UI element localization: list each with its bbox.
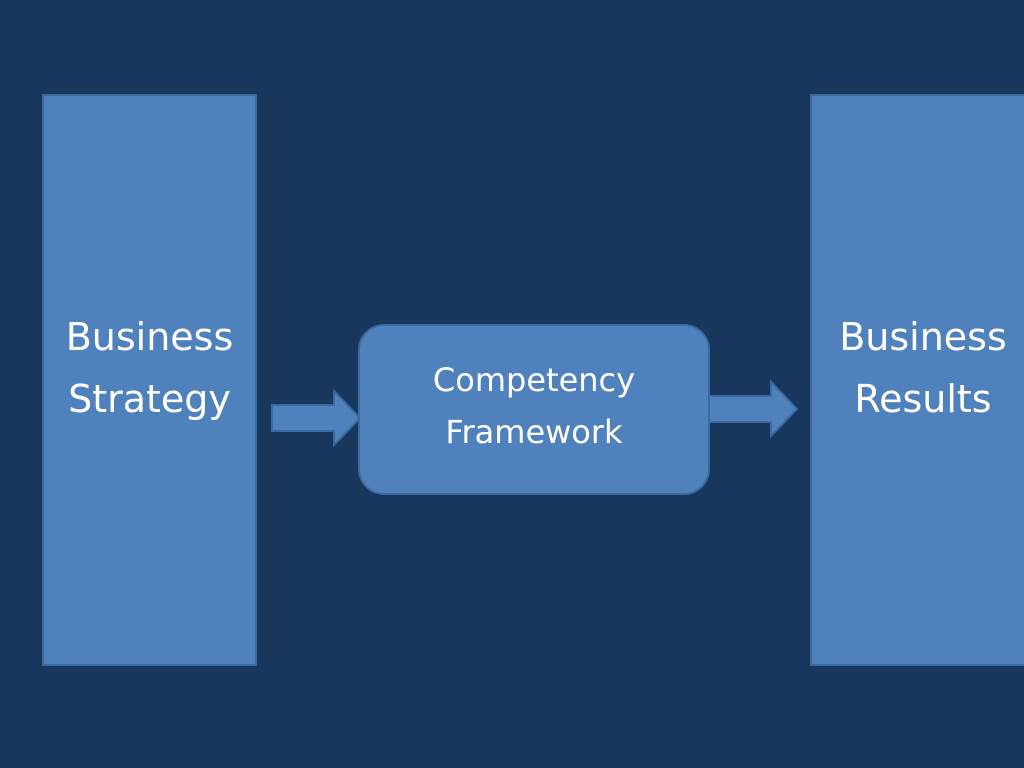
business-strategy-box: Business Strategy (42, 94, 257, 666)
competency-framework-label-line2: Framework (445, 412, 623, 451)
arrow-strategy-to-framework-icon (271, 388, 362, 448)
business-results-label-line1: Business (839, 315, 1007, 359)
business-results-box: Business Results (810, 94, 1024, 666)
arrow-framework-to-results-icon (708, 379, 799, 439)
business-strategy-label-line2: Strategy (68, 377, 231, 421)
business-results-label-line2: Results (854, 377, 992, 421)
competency-framework-box: Competency Framework (358, 324, 710, 495)
competency-framework-label-line1: Competency (432, 360, 636, 399)
business-strategy-label-line1: Business (65, 315, 234, 359)
